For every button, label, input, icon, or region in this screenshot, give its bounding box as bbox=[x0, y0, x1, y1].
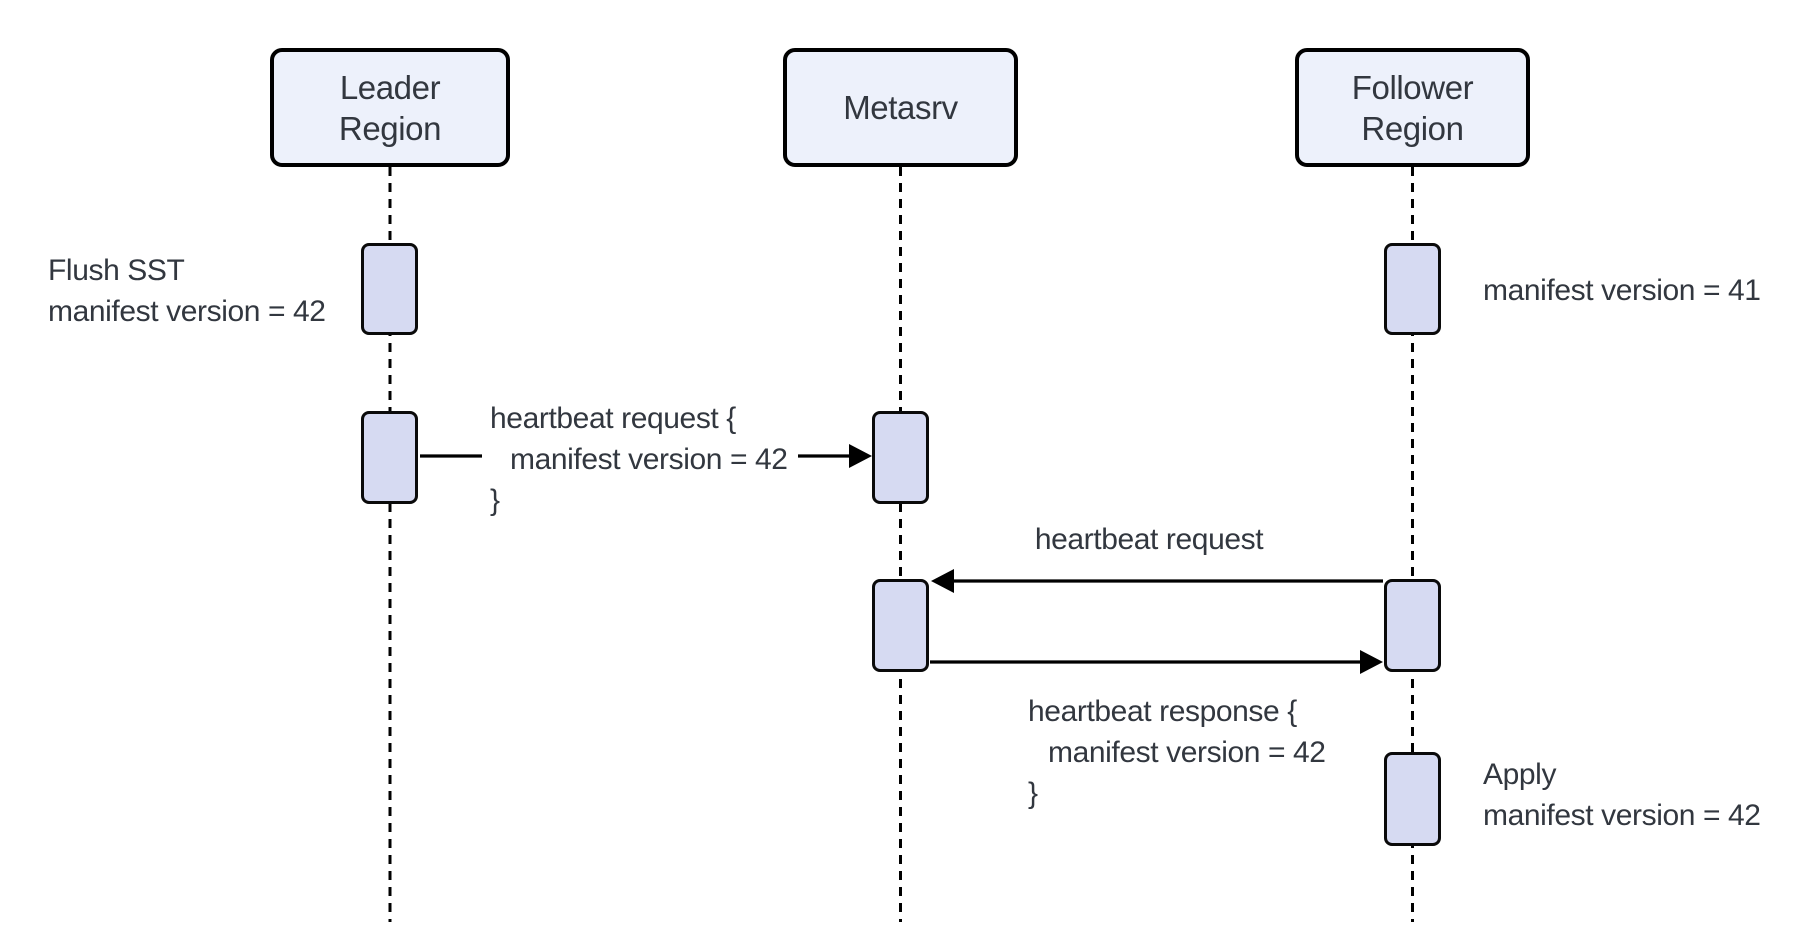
activation-follower-exchange bbox=[1384, 579, 1441, 672]
participant-leader-region: Leader Region bbox=[270, 48, 510, 167]
participant-label: Follower bbox=[1351, 68, 1474, 106]
participant-label: Leader bbox=[339, 68, 441, 106]
activation-leader-heartbeat bbox=[361, 411, 418, 504]
message-line: heartbeat request bbox=[1034, 523, 1264, 556]
activation-metasrv-exchange bbox=[872, 579, 929, 672]
activation-leader-flush bbox=[361, 243, 418, 335]
participant-metasrv: Metasrv bbox=[783, 48, 1018, 167]
activation-metasrv-receive bbox=[872, 411, 929, 504]
message-1-label: heartbeat request { manifest version = 4… bbox=[482, 396, 798, 523]
participant-label: Region bbox=[338, 109, 442, 147]
activation-follower-v41 bbox=[1384, 243, 1441, 335]
note-manifest-41: manifest version = 41 bbox=[1483, 270, 1761, 311]
message-2-arrowhead-icon bbox=[931, 569, 954, 593]
message-line: manifest version = 42 bbox=[1048, 736, 1326, 769]
message-1-arrowhead-icon bbox=[849, 444, 872, 468]
note-apply: Apply manifest version = 42 bbox=[1483, 754, 1761, 836]
message-2-label: heartbeat request bbox=[1034, 519, 1264, 560]
message-3-label: heartbeat response { manifest version = … bbox=[1028, 691, 1326, 814]
note-flush-sst: Flush SST manifest version = 42 bbox=[48, 250, 326, 332]
note-line: Apply bbox=[1483, 758, 1557, 791]
note-line: manifest version = 42 bbox=[48, 295, 326, 328]
note-line: manifest version = 42 bbox=[1483, 799, 1761, 832]
message-line: heartbeat request { bbox=[490, 402, 736, 435]
participant-follower-region: Follower Region bbox=[1295, 48, 1530, 167]
message-line: } bbox=[490, 484, 500, 517]
message-line: manifest version = 42 bbox=[510, 443, 788, 476]
participant-label: Metasrv bbox=[843, 89, 958, 126]
participant-label: Region bbox=[1361, 109, 1464, 147]
message-line: } bbox=[1028, 777, 1038, 810]
note-line: manifest version = 41 bbox=[1483, 274, 1761, 307]
message-line: heartbeat response { bbox=[1028, 695, 1297, 728]
message-3-arrowhead-icon bbox=[1360, 650, 1383, 674]
activation-follower-apply bbox=[1384, 752, 1441, 846]
note-line: Flush SST bbox=[48, 254, 185, 287]
